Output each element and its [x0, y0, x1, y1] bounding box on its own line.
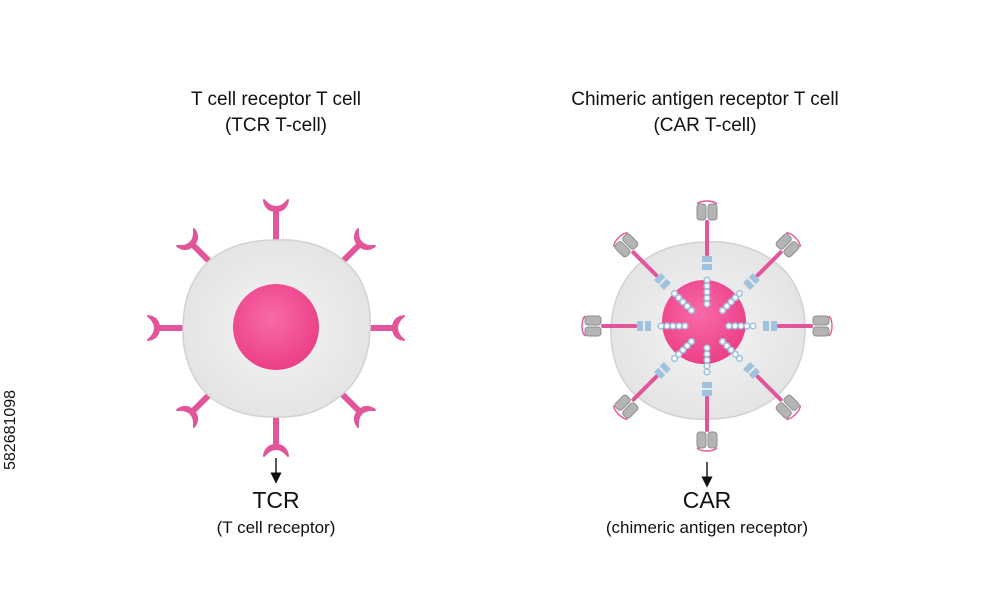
tcr-title-line2: (TCR T-cell)	[224, 115, 328, 136]
car-cell-group	[581, 200, 833, 452]
car-receptor-chimeric-receptor-icon	[696, 344, 718, 452]
car-title-line2: (CAR T-cell)	[653, 115, 757, 136]
car-receptor-chimeric-receptor-icon	[581, 315, 689, 337]
tcr-label: TCR	[252, 487, 300, 513]
car-receptor-chimeric-receptor-icon	[725, 315, 833, 337]
tcr-nucleus	[233, 284, 319, 370]
car-receptor-chimeric-receptor-icon	[612, 337, 696, 421]
stock-id: 582681098	[2, 389, 19, 470]
car-title-line1: Chimeric antigen receptor T cell	[571, 89, 839, 110]
tcr-sublabel: (T cell receptor)	[216, 518, 336, 537]
car-receptors	[581, 200, 833, 452]
car-label: CAR	[682, 487, 732, 513]
car-receptor-chimeric-receptor-icon	[718, 337, 802, 421]
car-sublabel: (chimeric antigen receptor)	[605, 518, 809, 537]
car-receptor-chimeric-receptor-icon	[718, 231, 802, 315]
tcr-title-line1: T cell receptor T cell	[190, 89, 362, 110]
tcr-cell-group	[147, 199, 405, 457]
tcr-receptors	[147, 199, 405, 457]
car-receptor-chimeric-receptor-icon	[612, 231, 696, 315]
car-receptor-chimeric-receptor-icon	[696, 200, 718, 308]
